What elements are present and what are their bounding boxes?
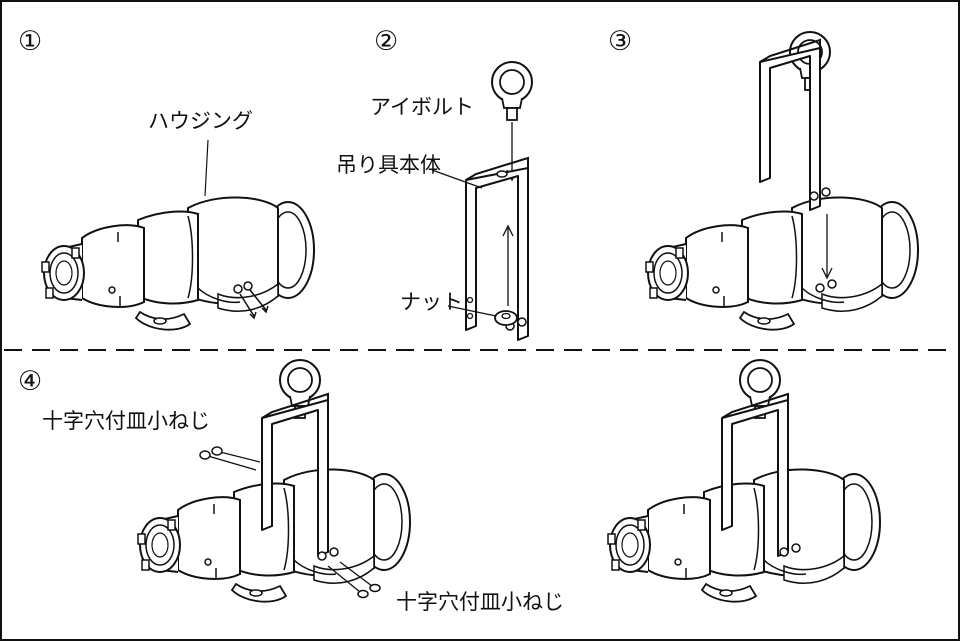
step4-illustration-left bbox=[137, 359, 411, 603]
step-number-2: ② bbox=[374, 26, 399, 57]
step-number-1: ① bbox=[18, 26, 43, 57]
step4-illustration-right bbox=[607, 359, 881, 603]
housing-label: ハウジング bbox=[148, 109, 253, 133]
step2-illustration bbox=[465, 61, 533, 341]
step-number-4: ④ bbox=[18, 366, 43, 397]
nut-leader bbox=[447, 305, 497, 317]
step3-illustration bbox=[645, 31, 919, 331]
screw-label-lower: 十字穴付皿小ねじ bbox=[396, 590, 564, 614]
nut-label: ナット bbox=[400, 290, 463, 314]
eyebolt-label: アイボルト bbox=[370, 95, 474, 119]
hanger-body-label: 吊り具本体 bbox=[336, 153, 441, 177]
housing-leader bbox=[204, 139, 209, 197]
step-number-3: ③ bbox=[608, 26, 633, 57]
step1-illustration bbox=[41, 196, 315, 331]
hanger-body-leader bbox=[431, 169, 483, 189]
screw-label-upper: 十字穴付皿小ねじ bbox=[42, 409, 210, 433]
